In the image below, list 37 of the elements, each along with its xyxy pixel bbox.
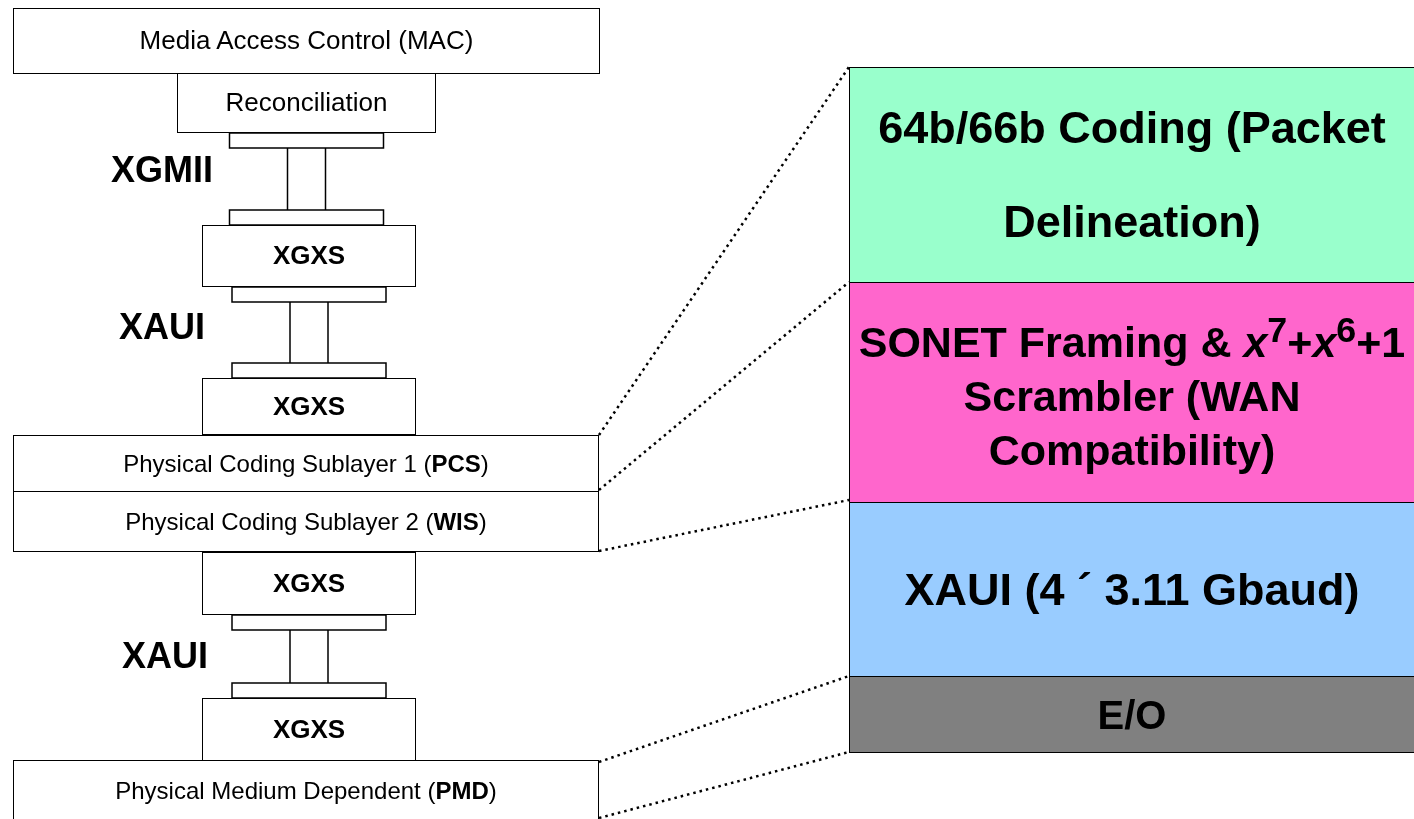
dotted-leader-line [598,750,850,819]
layer-box [202,225,416,287]
layer-name: XGXS [271,391,347,422]
interface-connector [228,132,385,226]
layer-box [202,552,416,615]
coding-band [849,67,1414,283]
layer-name: SONET Framing & x$^{7}$+x$^{6}$+1 Scrambler (WAN Compatibility) [857,308,1407,476]
layer-box [13,8,600,74]
layer-box [177,73,436,133]
layer-box [13,760,599,819]
layer-box [202,698,416,761]
layer-name: Media Access Control (MAC) [138,26,475,56]
eo-band [849,676,1414,753]
layer-name: 64b/66b Coding (Packet Delineation) [877,100,1387,249]
layer-box [13,491,599,552]
interface-label: XGMII [111,149,213,191]
layer-name: XGXS [271,714,347,745]
layer-box [13,435,599,492]
dotted-leader-line [597,66,851,436]
interface-connector [231,286,387,379]
layer-name: XGXS [271,241,347,271]
layer-name: XGXS [271,568,347,599]
dotted-leader-line [598,281,850,491]
xaui-band [849,502,1414,677]
layer-name: Physical Coding Sublayer 2 (WIS) [124,507,488,536]
interface-connector [231,614,387,699]
layer-name: Physical Medium Dependent (PMD) [114,777,498,805]
scrambler-band [849,282,1414,503]
layer-box [202,378,416,435]
layer-name: XAUI (4 ´ 3.11 Gbaud) [903,562,1361,617]
dotted-leader-line [598,674,850,764]
interface-label: XAUI [119,306,205,348]
interface-label: XAUI [122,635,208,677]
layer-name: Physical Coding Sublayer 1 (PCS) [122,449,490,478]
layer-name: E/O [1096,691,1168,738]
layer-name: Reconciliation [224,88,389,118]
dotted-leader-line [598,498,850,553]
